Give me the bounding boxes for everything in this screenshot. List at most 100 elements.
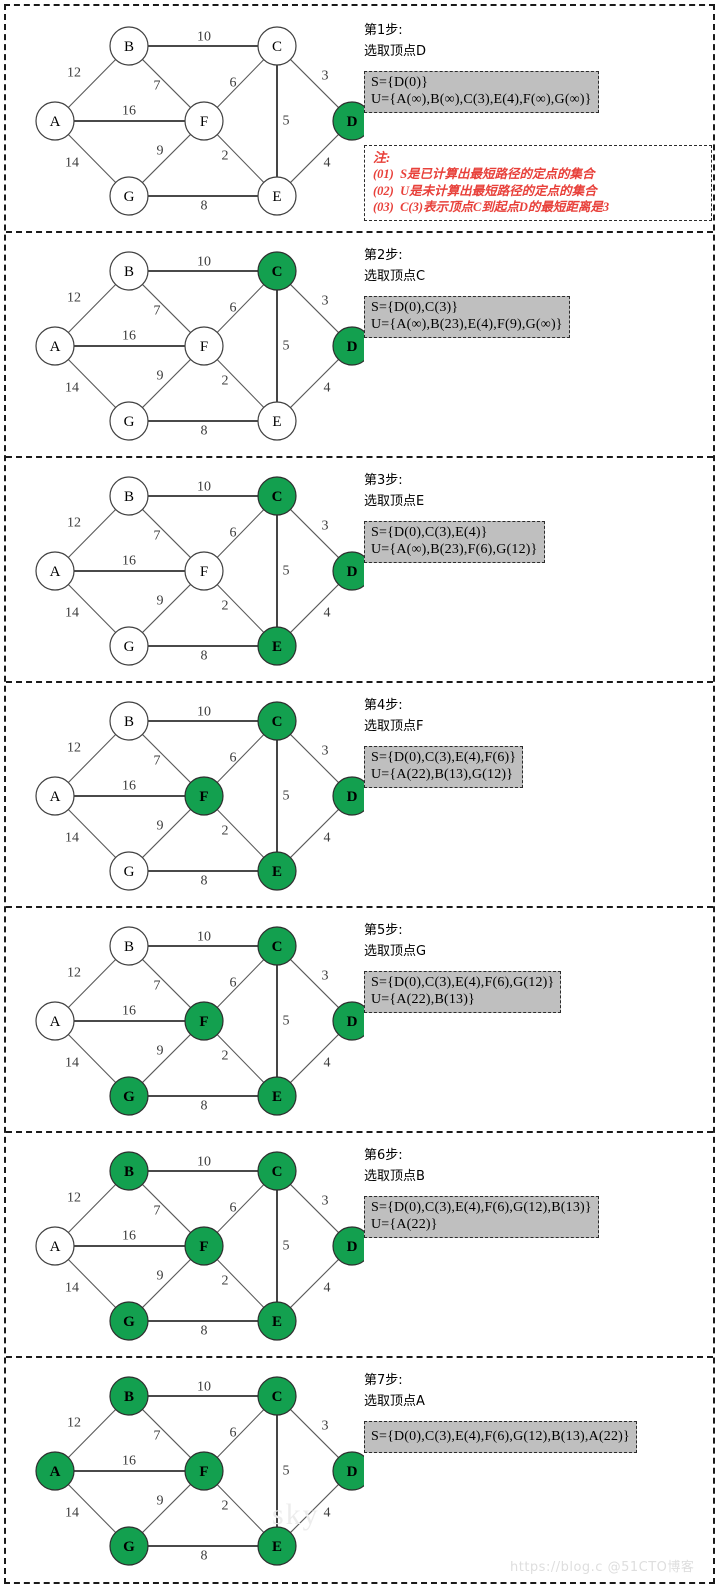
- graph-node-b[interactable]: [109, 1151, 149, 1191]
- graph-node-c[interactable]: [257, 1151, 297, 1191]
- graph-node-g[interactable]: [109, 1301, 149, 1341]
- graph-node-label-d: D: [347, 1464, 358, 1480]
- graph-node-c[interactable]: [257, 26, 297, 66]
- graph-node-g[interactable]: [109, 401, 149, 441]
- edge-weight-c-d: 3: [322, 294, 329, 309]
- edge-weight-b-c: 10: [197, 480, 211, 495]
- graph-node-label-a: A: [50, 1014, 61, 1030]
- graph-node-label-d: D: [347, 789, 358, 805]
- graph-node-f[interactable]: [184, 326, 224, 366]
- graph-node-label-c: C: [272, 39, 282, 55]
- legend-note-line-1: (01) S是已计算出最短路径的定点的集合: [373, 167, 595, 182]
- graph-edge-d-e: [290, 1259, 339, 1308]
- edge-weight-a-f: 16: [122, 1454, 136, 1469]
- graph-node-f[interactable]: [184, 1451, 224, 1491]
- edge-weight-d-e: 4: [324, 831, 331, 846]
- graph-node-c[interactable]: [257, 701, 297, 741]
- edge-weight-a-g: 14: [65, 156, 79, 171]
- graph-node-d[interactable]: [332, 551, 364, 591]
- watermark-url: https://blog.c @51CTO博客: [510, 1560, 695, 1575]
- graph-node-e[interactable]: [257, 1526, 297, 1566]
- graph-node-d[interactable]: [332, 1001, 364, 1041]
- graph-node-label-e: E: [272, 414, 281, 430]
- set-u-line: U={A(∞),B(∞),C(3),E(4),F(∞),G(∞)}: [371, 92, 592, 108]
- graph-node-a[interactable]: [35, 1451, 75, 1491]
- graph-node-d[interactable]: [332, 326, 364, 366]
- set-s-line: S={D(0),C(3)}: [371, 299, 459, 315]
- graph-edge-a-g: [67, 134, 117, 183]
- graph-node-e[interactable]: [257, 626, 297, 666]
- edge-weight-f-g: 9: [157, 1044, 164, 1059]
- graph-edge-b-f: [142, 59, 191, 108]
- graph-node-c[interactable]: [257, 251, 297, 291]
- graph-node-g[interactable]: [109, 626, 149, 666]
- graph-edge-c-d: [290, 1409, 339, 1458]
- graph-node-g[interactable]: [109, 1526, 149, 1566]
- graph-node-c[interactable]: [257, 1376, 297, 1416]
- graph-node-e[interactable]: [257, 176, 297, 216]
- graph-node-b[interactable]: [109, 26, 149, 66]
- edge-weight-a-g: 14: [65, 1506, 79, 1521]
- step-title-line1: 第6步:: [364, 1148, 403, 1163]
- graph-node-b[interactable]: [109, 1376, 149, 1416]
- set-state-box: S={D(0),C(3),E(4),F(6),G(12)}U={A(22),B(…: [364, 970, 562, 1013]
- graph-edge-a-b: [67, 284, 117, 333]
- graph-node-g[interactable]: [109, 176, 149, 216]
- graph-node-e[interactable]: [257, 401, 297, 441]
- graph-node-f[interactable]: [184, 551, 224, 591]
- graph-node-label-g: G: [124, 864, 135, 880]
- graph-node-c[interactable]: [257, 926, 297, 966]
- step-title-line2: 选取顶点F: [364, 718, 424, 734]
- graph-node-a[interactable]: [35, 551, 75, 591]
- edge-weight-c-d: 3: [322, 519, 329, 534]
- set-state-box: S={D(0),C(3),E(4),F(6),G(12),B(13),A(22)…: [364, 1420, 637, 1454]
- graph-node-label-e: E: [272, 639, 282, 655]
- graph-node-label-e: E: [272, 864, 282, 880]
- step-title-line1: 第7步:: [364, 1373, 403, 1388]
- graph-node-a[interactable]: [35, 1226, 75, 1266]
- panel-divider-2: [6, 456, 713, 458]
- graph-node-a[interactable]: [35, 776, 75, 816]
- graph-node-g[interactable]: [109, 1076, 149, 1116]
- graph-node-a[interactable]: [35, 326, 75, 366]
- graph-node-e[interactable]: [257, 1076, 297, 1116]
- graph-edge-f-g: [142, 584, 191, 633]
- edge-weight-b-f: 7: [154, 1429, 161, 1444]
- graph-node-d[interactable]: [332, 776, 364, 816]
- graph-node-f[interactable]: [184, 776, 224, 816]
- edge-weight-b-c: 10: [197, 1380, 211, 1395]
- graph-edge-a-g: [67, 1259, 117, 1308]
- graph-node-f[interactable]: [184, 1226, 224, 1266]
- edge-weight-f-e: 2: [222, 599, 229, 614]
- graph-node-label-b: B: [124, 1389, 134, 1405]
- graph-node-a[interactable]: [35, 101, 75, 141]
- graph-node-b[interactable]: [109, 251, 149, 291]
- graph-node-d[interactable]: [332, 1451, 364, 1491]
- graph-node-label-c: C: [272, 714, 283, 730]
- graph-node-b[interactable]: [109, 926, 149, 966]
- graph-node-b[interactable]: [109, 476, 149, 516]
- graph-node-a[interactable]: [35, 1001, 75, 1041]
- graph-node-b[interactable]: [109, 701, 149, 741]
- graph-node-label-e: E: [272, 1539, 282, 1555]
- graph-node-d[interactable]: [332, 1226, 364, 1266]
- graph-node-d[interactable]: [332, 101, 364, 141]
- graph-node-e[interactable]: [257, 1301, 297, 1341]
- edge-weight-g-e: 8: [201, 649, 208, 664]
- graph-node-f[interactable]: [184, 1001, 224, 1041]
- graph-node-e[interactable]: [257, 851, 297, 891]
- set-state-box: S={D(0),C(3),E(4),F(6),G(12),B(13)}U={A(…: [364, 1195, 599, 1238]
- graph-node-g[interactable]: [109, 851, 149, 891]
- edge-weight-c-f: 6: [230, 751, 237, 766]
- graph-edge-a-g: [67, 359, 117, 408]
- graph-node-f[interactable]: [184, 101, 224, 141]
- edge-weight-f-e: 2: [222, 824, 229, 839]
- graph-node-c[interactable]: [257, 476, 297, 516]
